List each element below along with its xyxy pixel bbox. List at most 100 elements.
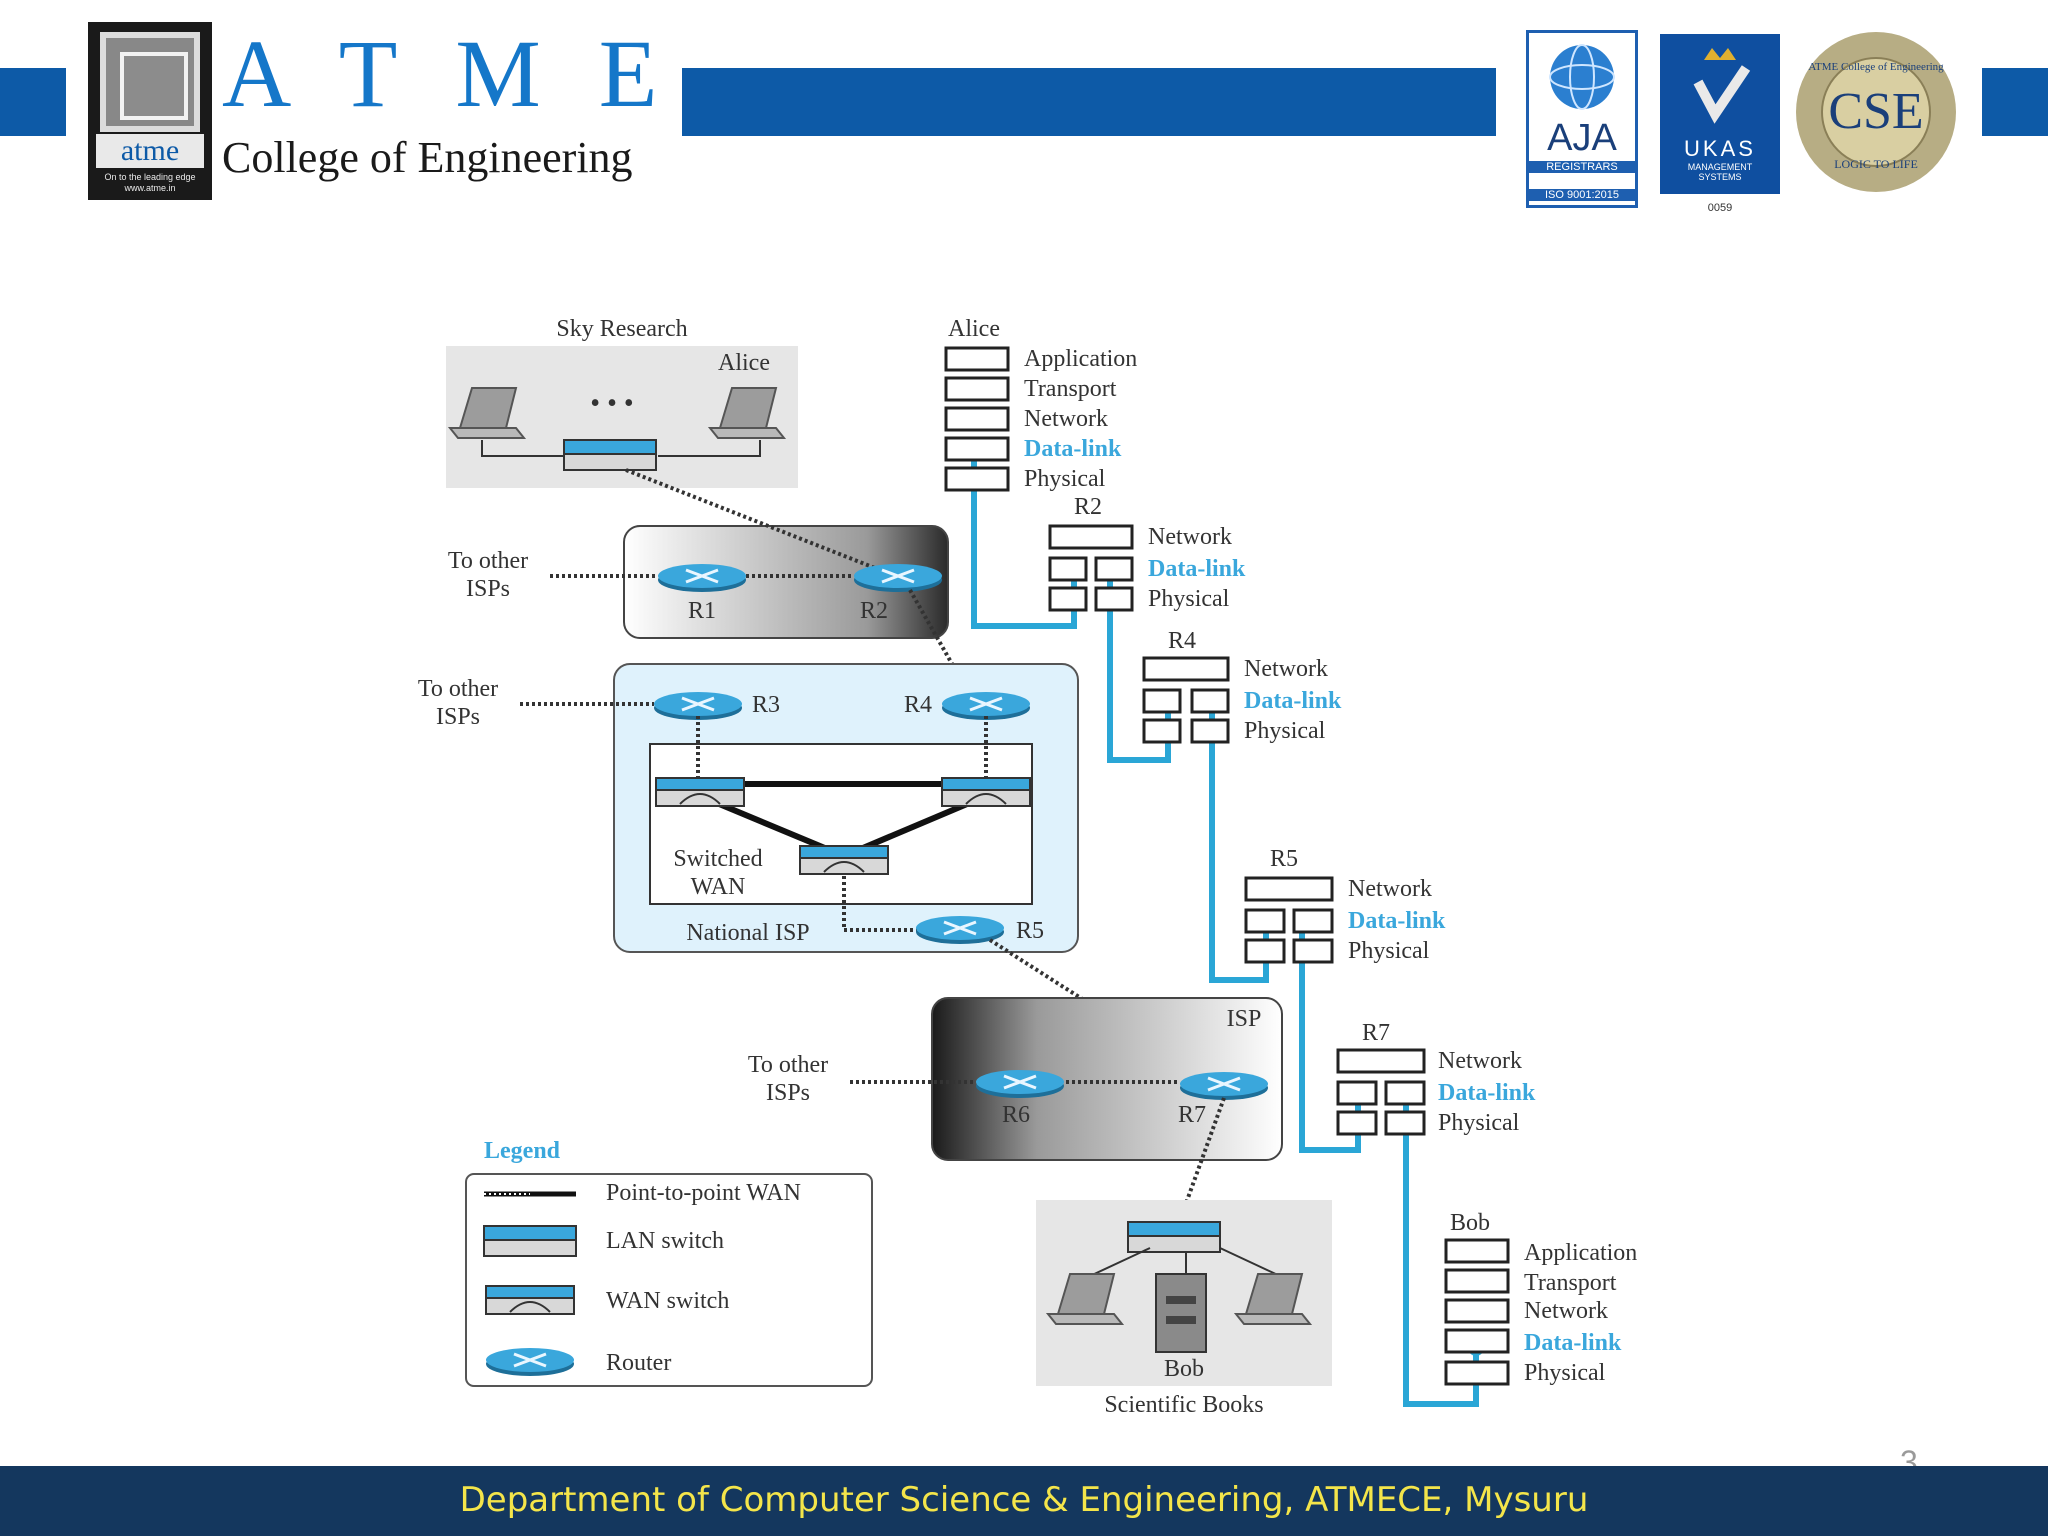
- svg-text:Physical: Physical: [1438, 1110, 1520, 1136]
- scientific-books-label: Scientific Books: [1104, 1392, 1263, 1418]
- wan-switch-icon: [655, 777, 745, 807]
- stack-bob: [1444, 1238, 1510, 1386]
- router-r2-label: R2: [860, 598, 888, 624]
- alice-host-label: Alice: [718, 350, 770, 376]
- header-bar-left: [0, 68, 66, 136]
- svg-text:Data-link: Data-link: [1524, 1330, 1622, 1356]
- stack-r4: [1142, 656, 1230, 744]
- legend-item: Point-to-point WAN: [606, 1180, 801, 1206]
- switched-wan-box: [649, 743, 1033, 905]
- national-isp-label: National ISP: [686, 920, 809, 946]
- logo-tagline: On to the leading edge www.atme.in: [104, 172, 196, 193]
- aja-name: AJA: [1547, 117, 1617, 159]
- svg-text:Network: Network: [1438, 1048, 1522, 1074]
- ukas-name: UKAS: [1684, 136, 1756, 161]
- legend-item: WAN switch: [606, 1288, 729, 1314]
- router-r4-icon: [940, 690, 1032, 722]
- svg-text:• • •: • • •: [590, 388, 633, 419]
- logo-frame: [100, 32, 200, 132]
- svg-text:Network: Network: [1348, 876, 1432, 902]
- svg-text:Data-link: Data-link: [1348, 908, 1446, 934]
- router-r3-icon: [652, 690, 744, 722]
- stack-r5-title: R5: [1270, 846, 1298, 872]
- regional-isp-top: [623, 525, 949, 639]
- router-r2-icon: [852, 562, 944, 594]
- aja-iso: ISO 9001:2015: [1529, 189, 1635, 201]
- cse-motto: LOGIC TO LIFE: [1834, 157, 1918, 171]
- wan-switch-icon: [799, 845, 889, 875]
- router-r7-label: R7: [1178, 1102, 1206, 1128]
- stack-r2-title: R2: [1074, 494, 1102, 520]
- footer-bar: [0, 1466, 2048, 1536]
- stack-bob-title: Bob: [1450, 1210, 1490, 1236]
- aja-sub: REGISTRARS: [1529, 161, 1635, 173]
- stack-r4-title: R4: [1168, 628, 1196, 654]
- svg-text:Network: Network: [1524, 1298, 1608, 1324]
- svg-text:Physical: Physical: [1348, 938, 1430, 964]
- svg-text:Physical: Physical: [1244, 718, 1326, 744]
- bob-host-label: Bob: [1164, 1356, 1204, 1382]
- router-r6-icon: [974, 1068, 1066, 1100]
- router-r1-label: R1: [688, 598, 716, 624]
- svg-text:Data-link: Data-link: [1148, 556, 1246, 582]
- stack-r7: [1336, 1048, 1426, 1136]
- svg-text:Network: Network: [1244, 656, 1328, 682]
- footer-text: Department of Computer Science & Enginee…: [459, 1480, 1589, 1520]
- svg-text:Transport: Transport: [1024, 376, 1117, 402]
- wan-switch-icon: [485, 1285, 575, 1315]
- globe-icon: [1549, 44, 1615, 110]
- stack-r7-title: R7: [1362, 1020, 1390, 1046]
- brand-name: ATME: [222, 20, 716, 127]
- cse-badge: CSE ATME College of Engineering LOGIC TO…: [1796, 28, 1956, 198]
- ukas-code: 0059: [1707, 202, 1733, 214]
- svg-text:Application: Application: [1524, 1240, 1637, 1266]
- legend-item: LAN switch: [606, 1228, 724, 1254]
- stack-r5: [1244, 876, 1334, 964]
- svg-text:Physical: Physical: [1148, 586, 1230, 612]
- router-r7-icon: [1178, 1070, 1270, 1102]
- aja-cert-badge: AJA REGISTRARS ISO 9001:2015: [1526, 30, 1638, 208]
- crown-tick-icon: [1693, 48, 1751, 124]
- header-bar-center: [682, 68, 1496, 136]
- svg-text:Data-link: Data-link: [1438, 1080, 1536, 1106]
- stack-alice: [944, 346, 1010, 492]
- logo-word: atme: [96, 134, 204, 168]
- header-bar-right: [1982, 68, 2048, 136]
- isp-bottom-box: [931, 997, 1283, 1161]
- lan-switch-icon: [1127, 1221, 1221, 1253]
- wan-switch-icon: [941, 777, 1031, 807]
- legend-title: Legend: [484, 1138, 561, 1164]
- svg-text:Physical: Physical: [1024, 466, 1106, 492]
- svg-text:Application: Application: [1024, 346, 1137, 372]
- router-r4-label: R4: [904, 692, 932, 718]
- router-r3-label: R3: [752, 692, 780, 718]
- ukas-sub: MANAGEMENT SYSTEMS: [1687, 162, 1753, 182]
- cse-ring-text: ATME College of Engineering: [1808, 61, 1944, 73]
- svg-text:Data-link: Data-link: [1244, 688, 1342, 714]
- svg-text:Network: Network: [1024, 406, 1108, 432]
- router-r6-label: R6: [1002, 1102, 1030, 1128]
- router-r5-label: R5: [1016, 918, 1044, 944]
- isp-label: ISP: [1227, 1006, 1262, 1032]
- cse-text: CSE: [1828, 83, 1923, 140]
- lan-switch-icon: [483, 1225, 577, 1257]
- server-icon: [1155, 1273, 1207, 1353]
- svg-text:Network: Network: [1148, 524, 1232, 550]
- stack-alice-title: Alice: [948, 316, 1000, 342]
- router-r1-icon: [656, 562, 748, 594]
- svg-text:Transport: Transport: [1524, 1270, 1617, 1296]
- ukas-cert-badge: UKAS MANAGEMENT SYSTEMS: [1660, 34, 1780, 194]
- lan-switch-icon: [563, 439, 657, 471]
- data-path: [971, 448, 1479, 1407]
- router-icon: [484, 1346, 576, 1378]
- legend-item: Router: [606, 1350, 671, 1376]
- svg-text:Data-link: Data-link: [1024, 436, 1122, 462]
- sky-research-label: Sky Research: [556, 316, 687, 342]
- svg-text:Physical: Physical: [1524, 1360, 1606, 1386]
- stack-r2: [1048, 524, 1134, 612]
